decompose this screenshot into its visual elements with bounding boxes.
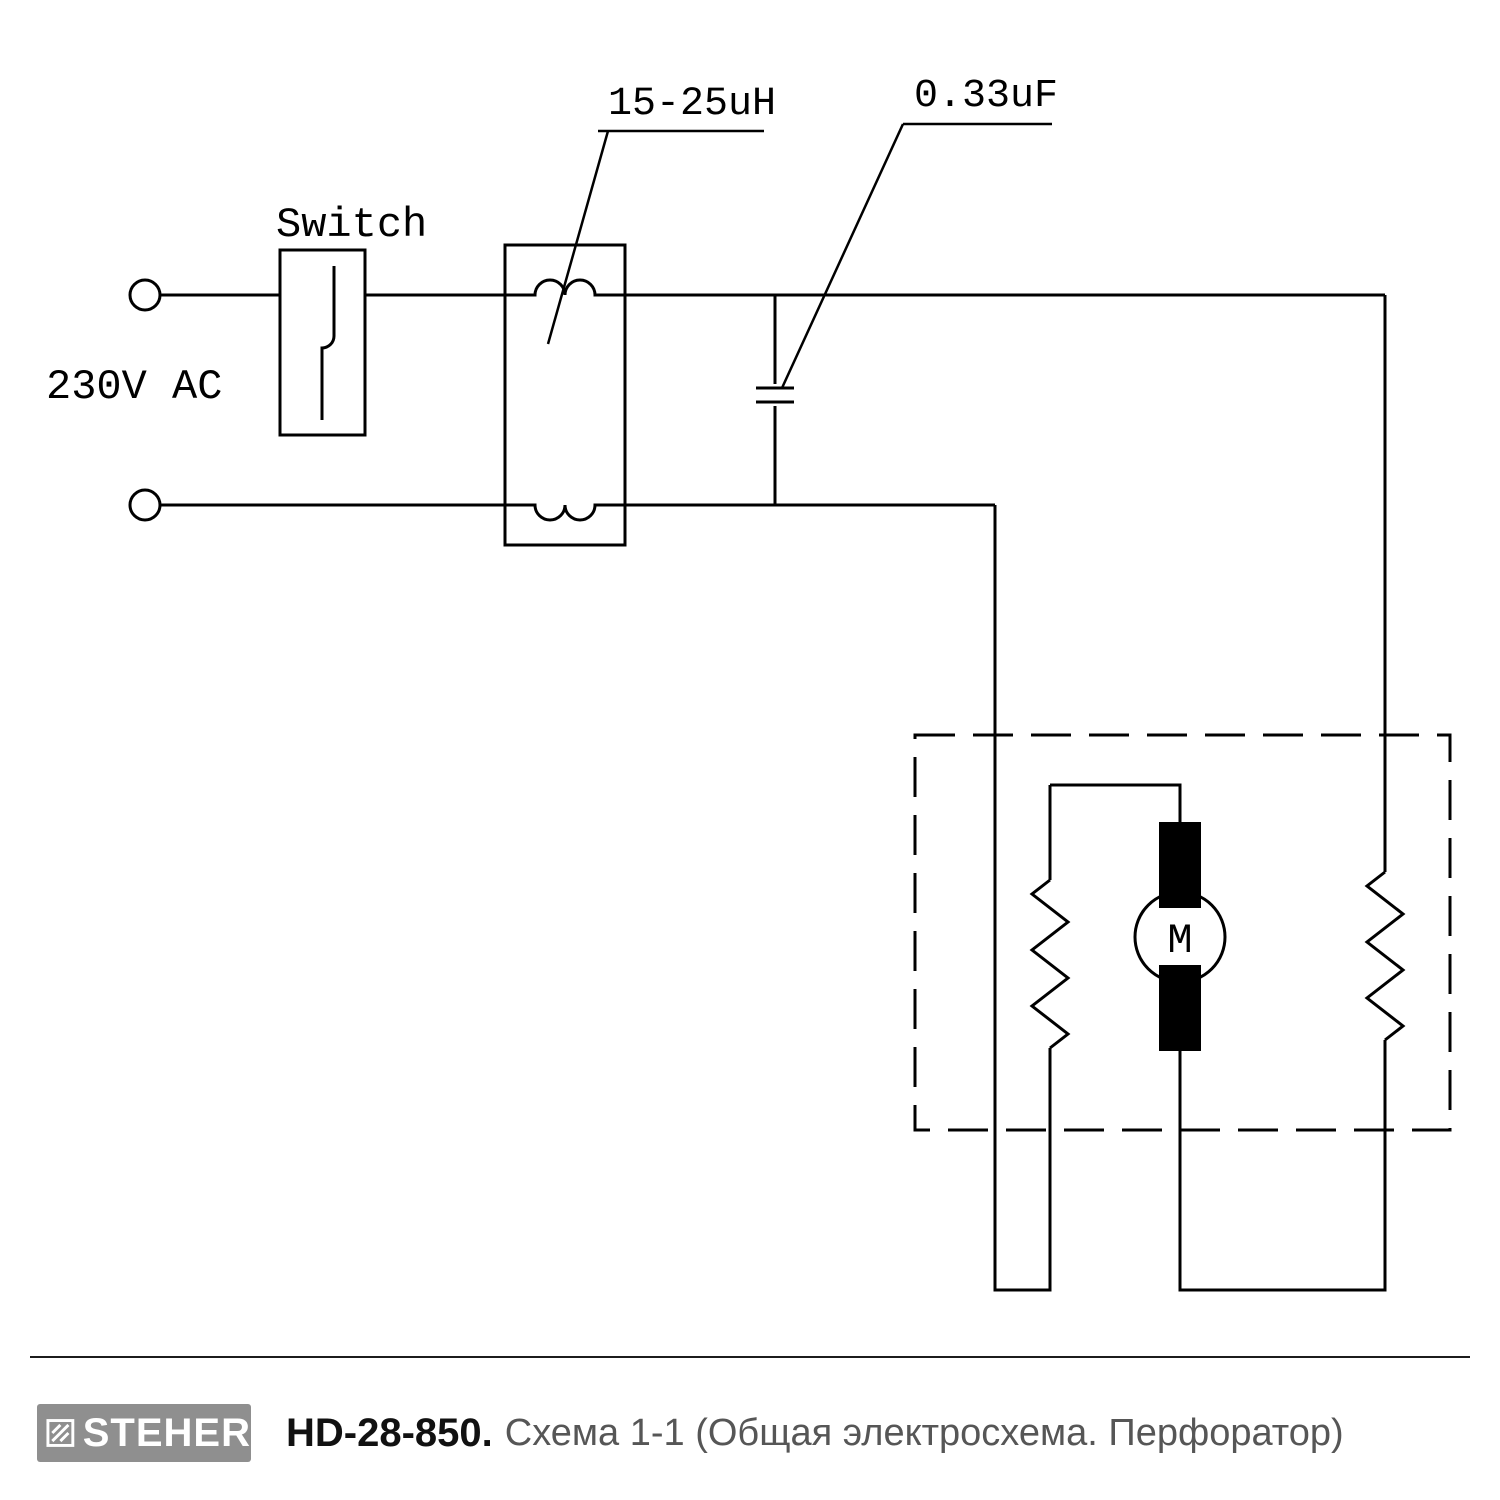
motor-assembly-enclosure bbox=[913, 733, 1452, 1132]
inductor-leader-line bbox=[546, 130, 610, 345]
field-winding-left-icon bbox=[1029, 878, 1071, 1050]
steher-logo: STEHER bbox=[37, 1404, 251, 1462]
wire-neutral-down-to-field-coil bbox=[993, 505, 1052, 1292]
switch-contact-icon bbox=[320, 266, 336, 420]
inductor-coil-top-icon bbox=[505, 278, 625, 297]
footer-caption: HD-28-850. Схема 1-1 (Общая электросхема… bbox=[286, 1404, 1344, 1462]
model-number: HD-28-850. bbox=[286, 1410, 493, 1455]
inductor-coil-bottom-icon bbox=[505, 503, 625, 522]
motor-brush-bottom-icon bbox=[1159, 965, 1201, 1051]
switch-label: Switch bbox=[276, 201, 427, 249]
terminal-live-icon bbox=[128, 278, 162, 312]
voltage-label: 230V AC bbox=[46, 363, 222, 411]
inductor-box bbox=[503, 243, 627, 547]
capacitor-leader-line bbox=[780, 123, 905, 389]
field-winding-right-icon bbox=[1364, 870, 1406, 1042]
wire-brush-to-winding-right bbox=[1178, 1040, 1387, 1292]
steher-logo-text: STEHER bbox=[82, 1410, 251, 1455]
wire-winding-to-brush-top bbox=[1050, 783, 1182, 822]
steher-logo-icon bbox=[46, 1419, 75, 1447]
motor-letter-label: M bbox=[1167, 917, 1192, 965]
motor-armature-icon bbox=[1133, 890, 1227, 984]
schema-caption: Схема 1-1 (Общая электросхема. Перфорато… bbox=[504, 1411, 1344, 1454]
inductor-value-label: 15-25uH bbox=[608, 82, 776, 127]
terminal-neutral-icon bbox=[128, 488, 162, 522]
switch-box bbox=[278, 248, 367, 437]
capacitor-value-label: 0.33uF bbox=[914, 74, 1058, 119]
footer-divider bbox=[30, 1356, 1470, 1358]
